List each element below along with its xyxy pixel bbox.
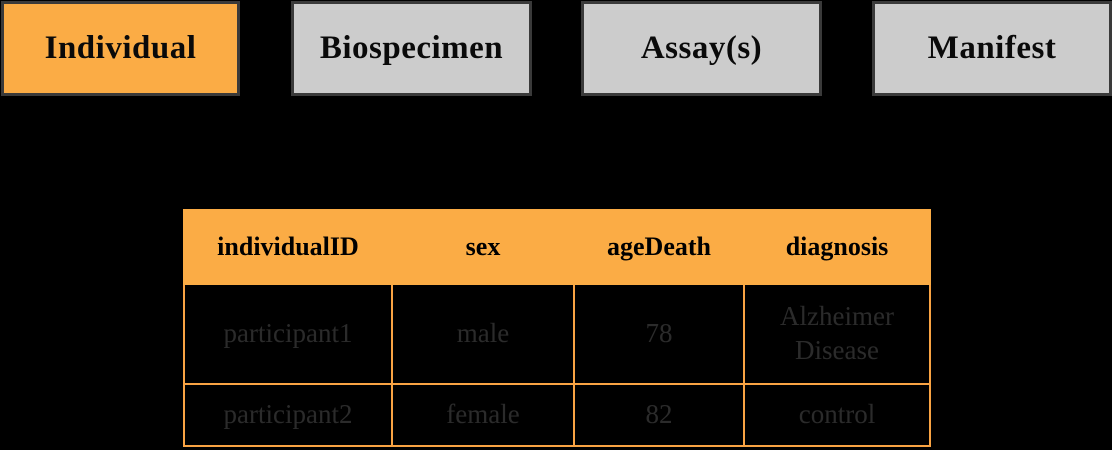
table-row: participant2 female 82 control (183, 383, 931, 447)
column-header-diagnosis: diagnosis (743, 209, 931, 285)
tab-individual[interactable]: Individual (1, 1, 240, 96)
tab-assays-label: Assay(s) (640, 30, 763, 66)
column-header-agedeath: ageDeath (573, 209, 745, 285)
tab-biospecimen-label: Biospecimen (319, 30, 504, 66)
cell-agedeath: 78 (573, 283, 745, 385)
cell-individualid: participant1 (183, 283, 393, 385)
individual-metadata-table: individualID sex ageDeath diagnosis part… (183, 209, 931, 447)
cell-diagnosis: Alzheimer Disease (743, 283, 931, 385)
cell-sex: male (391, 283, 575, 385)
column-header-sex: sex (391, 209, 575, 285)
cell-individualid: participant2 (183, 383, 393, 447)
table-header-row: individualID sex ageDeath diagnosis (183, 209, 931, 285)
tab-assays[interactable]: Assay(s) (581, 1, 822, 96)
cell-sex: female (391, 383, 575, 447)
tab-biospecimen[interactable]: Biospecimen (291, 1, 532, 96)
cell-diagnosis: control (743, 383, 931, 447)
cell-agedeath: 82 (573, 383, 745, 447)
table-row: participant1 male 78 Alzheimer Disease (183, 283, 931, 385)
tab-manifest[interactable]: Manifest (872, 1, 1112, 96)
column-header-individualid: individualID (183, 209, 393, 285)
tab-manifest-label: Manifest (927, 30, 1057, 66)
tab-individual-label: Individual (44, 30, 197, 66)
